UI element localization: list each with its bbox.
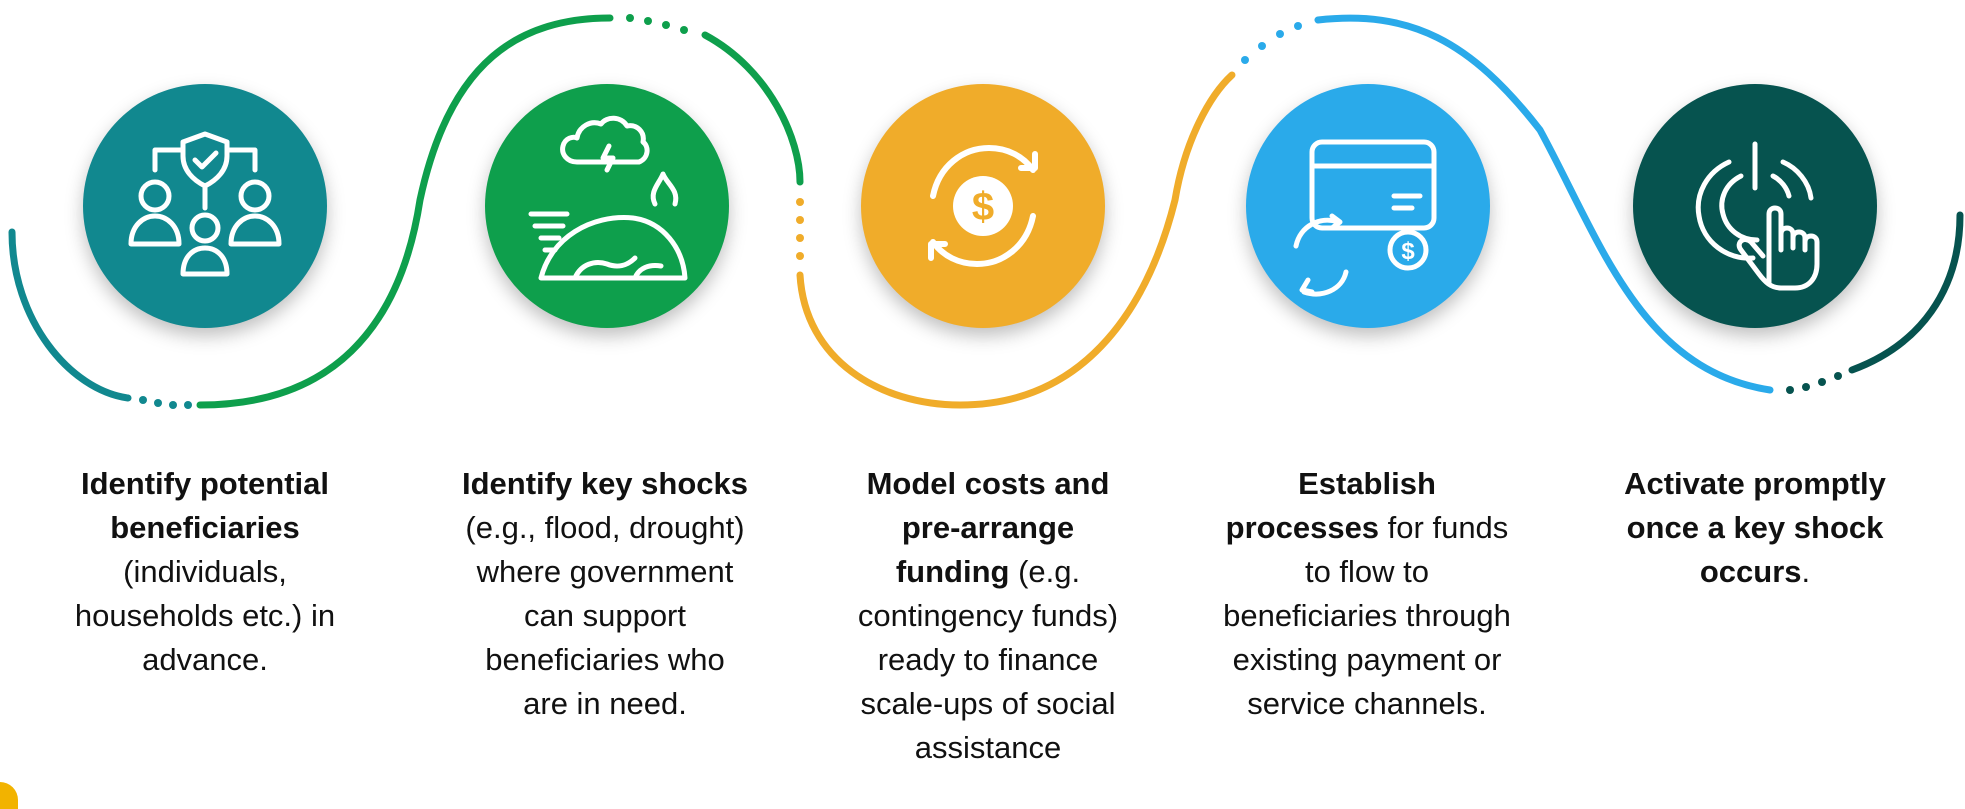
wave-segment-4 <box>1314 14 1774 394</box>
wave-segment-2 <box>196 14 614 409</box>
svg-text:$: $ <box>1401 238 1415 265</box>
step-5-bold: Activate promptly once a key shock occur… <box>1624 466 1886 589</box>
step-5-text: Activate promptly once a key shock occur… <box>1610 462 1900 594</box>
step-1-bold: Identify potential beneficiaries <box>81 466 329 545</box>
wave-segment-3 <box>796 71 1236 409</box>
step-3-text: Model costs and pre-arrange funding (e.g… <box>843 462 1133 770</box>
svg-text:$: $ <box>972 185 994 229</box>
dollar-cycle-icon: $ <box>928 145 1038 267</box>
step-3-circle: $ <box>861 84 1105 328</box>
step-4-rest: for funds to flow to beneficiaries throu… <box>1223 510 1511 721</box>
step-2-bold: Identify key shocks <box>461 466 748 501</box>
power-touch-icon <box>1695 141 1820 291</box>
step-4-circle: $ <box>1246 84 1490 328</box>
people-shield-icon <box>128 131 282 277</box>
card-payment-icon: $ <box>1293 139 1437 297</box>
wave-segment-2b <box>701 31 804 186</box>
corner-accent <box>0 782 18 809</box>
step-2-text: Identify key shocks (e.g., flood, drough… <box>460 462 750 726</box>
step-1-circle <box>83 84 327 328</box>
step-4-bold: Establish processes <box>1225 466 1436 545</box>
step-2-rest: (e.g., flood, drought) where government … <box>465 510 745 721</box>
wave-segment-1 <box>8 228 132 402</box>
wave-segment-5 <box>1848 211 1964 374</box>
step-4-text: Establish processes for funds to flow to… <box>1222 462 1512 726</box>
step-5-tail: . <box>1801 554 1811 589</box>
step-1-rest: (individuals, households etc.) in advanc… <box>74 554 336 677</box>
globe-disaster-icon <box>528 115 688 281</box>
step-5-circle <box>1633 84 1877 328</box>
step-3-rest: (e.g. contingency funds) ready to financ… <box>857 554 1119 765</box>
step-3-bold: Model costs and pre-arrange funding <box>866 466 1110 589</box>
step-2-circle <box>485 84 729 328</box>
step-1-text: Identify potential beneficiaries (indivi… <box>60 462 350 682</box>
